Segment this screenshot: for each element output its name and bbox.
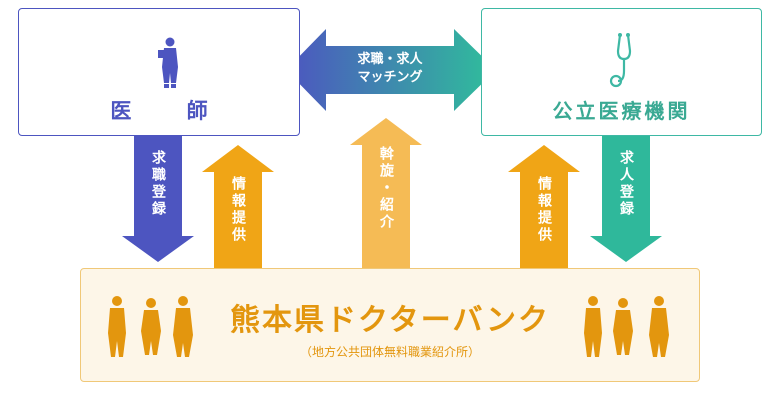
- mediation-label: 斡旋・紹介: [378, 146, 394, 231]
- mediation-arrow: [350, 118, 422, 268]
- doctor-box: 医 師: [18, 8, 300, 136]
- doctor-title: 医 師: [110, 98, 232, 123]
- doctor-silhouette-icon: [158, 37, 178, 88]
- info-to-doctor-arrow: [202, 145, 274, 268]
- info-to-doctor-label: 情報提供: [230, 176, 246, 244]
- doctor-registration-label: 求職登録: [150, 150, 166, 218]
- matching-arrow: [286, 29, 496, 111]
- matching-label-line2: マッチング: [357, 70, 423, 85]
- matching-arrow-label: 求職・求人 マッチング: [330, 51, 450, 87]
- public-institution-box: 公立医療機関: [481, 8, 762, 136]
- public-institution-title: 公立医療機関: [552, 99, 691, 123]
- info-to-institution-arrow: [508, 145, 580, 268]
- stethoscope-icon: [609, 33, 632, 88]
- doctor-bank-title: 熊本県ドクターバンク: [230, 303, 550, 338]
- doctor-bank-box: 熊本県ドクターバンク （地方公共団体無料職業紹介所）: [80, 268, 700, 382]
- institution-registration-label: 求人登録: [618, 150, 634, 218]
- doctor-registration-arrow: [122, 136, 194, 262]
- people-silhouettes-icon-right: [584, 296, 669, 357]
- matching-label-line1: 求職・求人: [357, 52, 423, 67]
- info-to-institution-label: 情報提供: [536, 176, 552, 244]
- doctor-bank-subtitle: （地方公共団体無料職業紹介所）: [299, 345, 480, 359]
- institution-registration-arrow: [590, 136, 662, 262]
- people-silhouettes-icon-left: [108, 296, 193, 357]
